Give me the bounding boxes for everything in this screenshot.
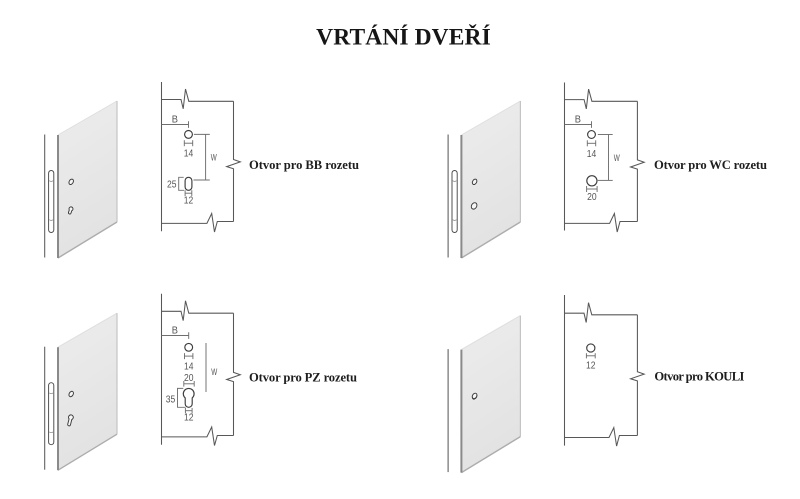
svg-text:W: W: [211, 367, 217, 378]
svg-text:B: B: [575, 115, 582, 126]
svg-text:12: 12: [184, 412, 194, 423]
svg-text:VRTÁNÍ DVEŘÍ: VRTÁNÍ DVEŘÍ: [316, 24, 491, 51]
svg-text:35: 35: [166, 394, 176, 405]
svg-text:14: 14: [184, 362, 194, 373]
svg-text:Otvor pro BB rozetu: Otvor pro BB rozetu: [249, 158, 359, 172]
svg-text:W: W: [614, 153, 620, 164]
svg-text:14: 14: [184, 149, 194, 160]
svg-text:Otvor pro WC rozetu: Otvor pro WC rozetu: [654, 158, 767, 172]
svg-text:25: 25: [167, 179, 177, 190]
svg-text:B: B: [172, 115, 179, 126]
svg-text:Otvor pro KOULI: Otvor pro KOULI: [654, 370, 744, 384]
svg-text:12: 12: [184, 195, 194, 206]
svg-text:12: 12: [586, 360, 596, 371]
svg-text:20: 20: [587, 192, 597, 203]
svg-text:W: W: [211, 152, 217, 163]
svg-text:Otvor pro PZ rozetu: Otvor pro PZ rozetu: [249, 371, 357, 385]
svg-text:20: 20: [184, 373, 194, 384]
svg-text:B: B: [172, 326, 179, 337]
svg-text:14: 14: [587, 149, 597, 160]
